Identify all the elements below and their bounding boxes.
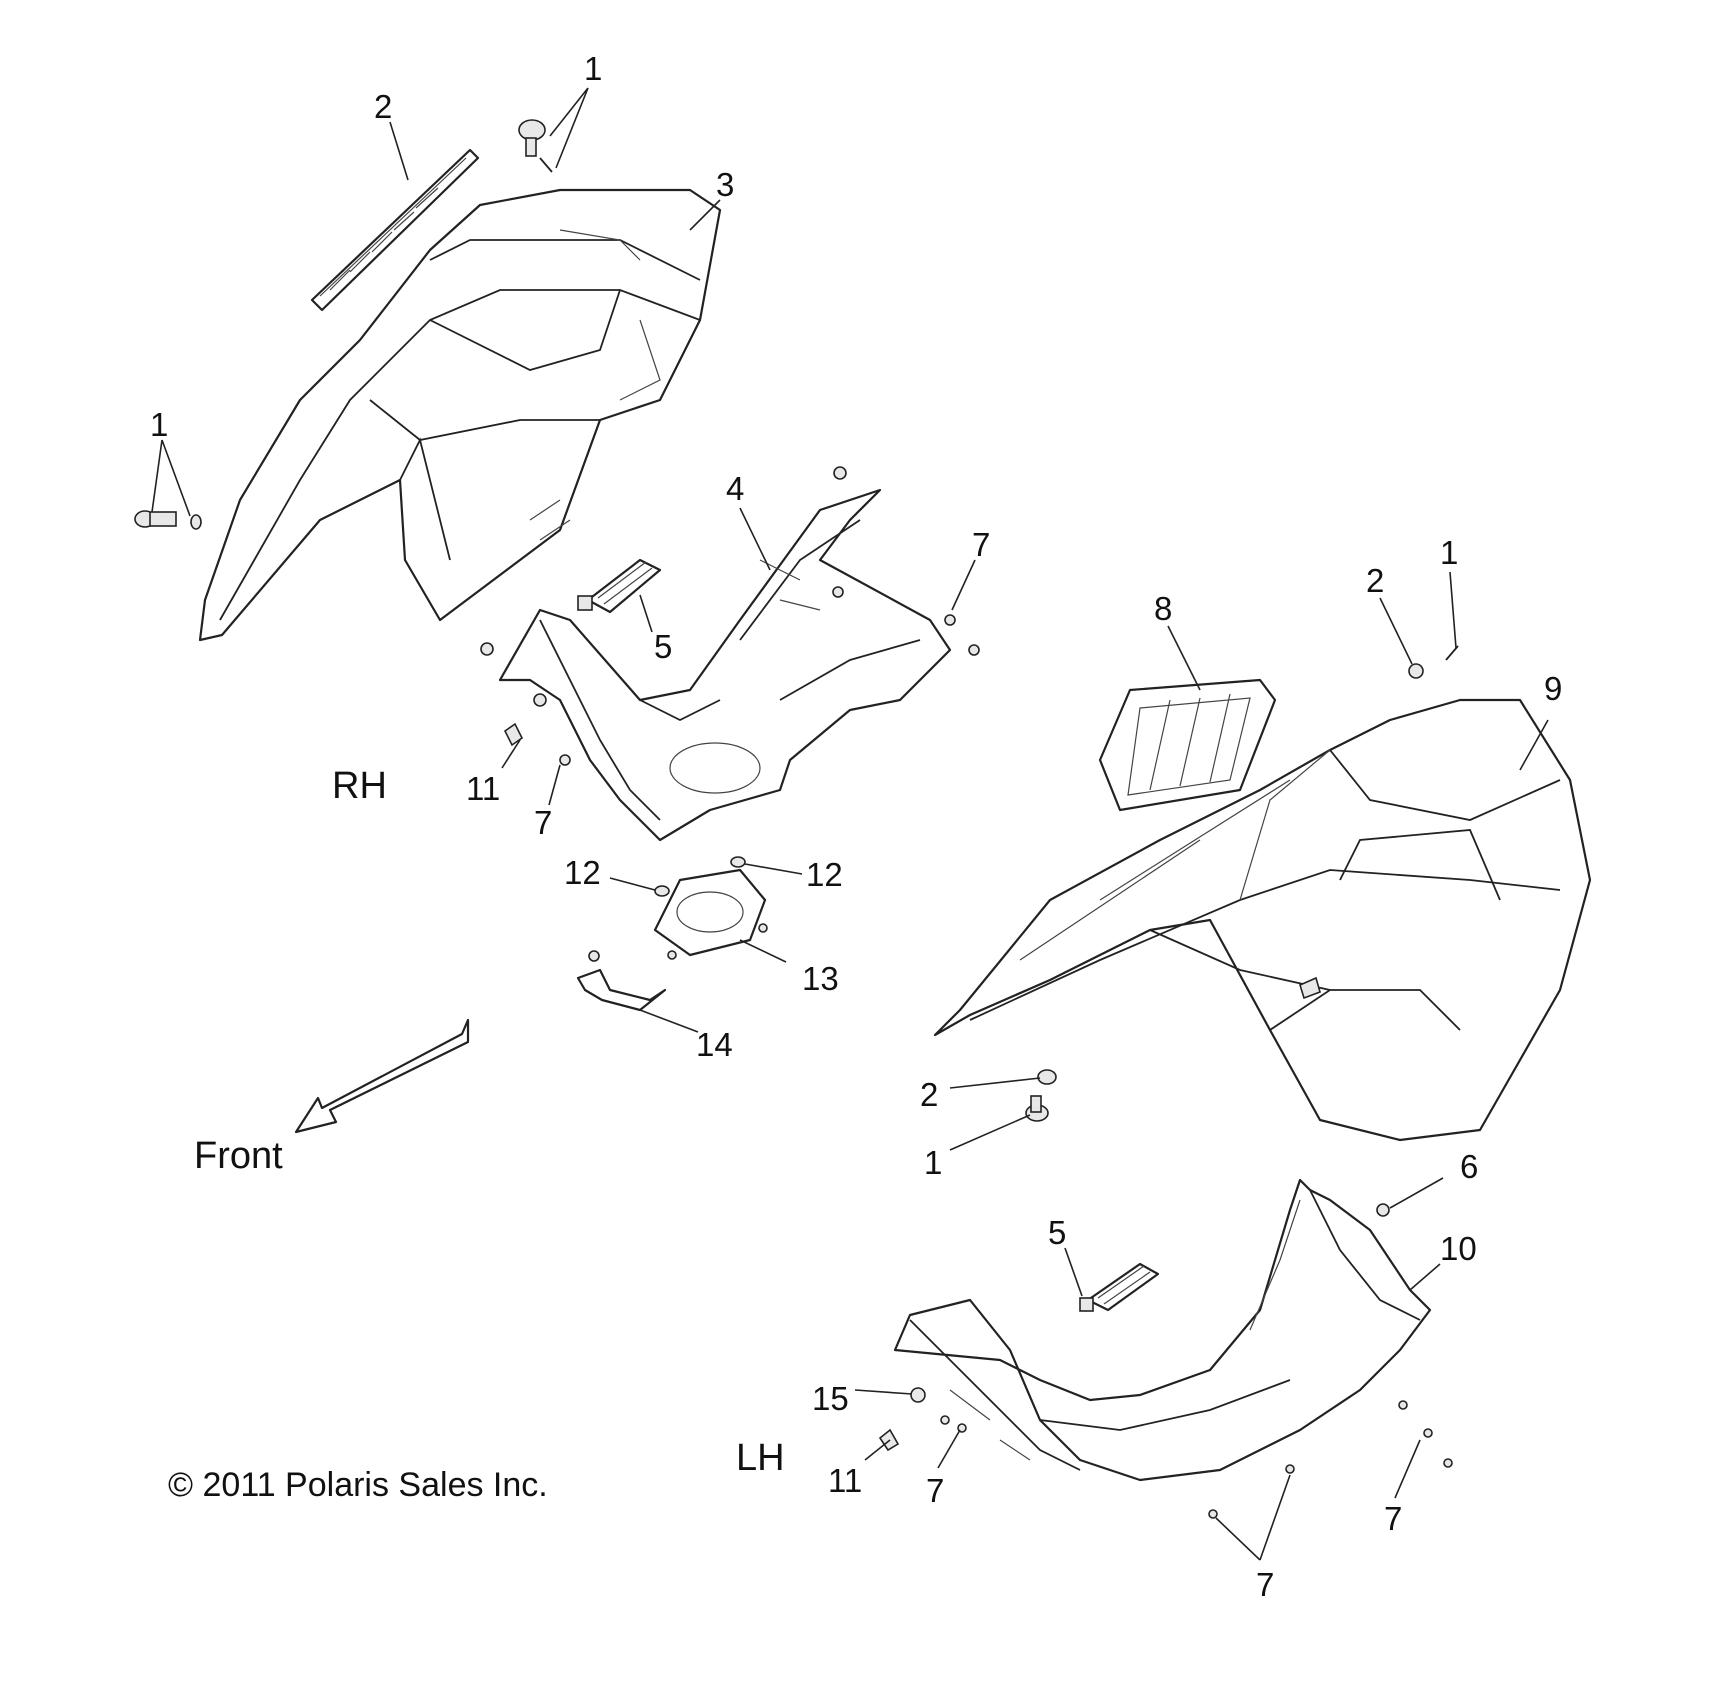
callout-7-rh-top: 7 <box>972 526 990 563</box>
callout-8: 8 <box>1154 590 1172 627</box>
front-arrow <box>294 1018 470 1134</box>
part-5-step-lh <box>1079 1262 1160 1312</box>
callout-5-rh: 5 <box>654 628 672 665</box>
part-8-vent-lh <box>1098 678 1277 812</box>
part-9-side-panel-lh <box>933 698 1592 1142</box>
callout-12-right: 12 <box>806 856 843 893</box>
callouts: 1 2 3 1 4 7 5 8 2 1 9 11 7 12 12 13 14 2… <box>150 50 1562 1603</box>
callout-13: 13 <box>802 960 839 997</box>
part-1-fastener-left <box>134 510 202 530</box>
callout-10: 10 <box>1440 1230 1477 1267</box>
callout-7-rh: 7 <box>534 804 552 841</box>
callout-7-lh-right: 7 <box>1384 1500 1402 1537</box>
part-5-step-rh <box>577 558 662 614</box>
callout-7-lh-bottom: 7 <box>1256 1566 1274 1603</box>
callout-1-lh-bottom: 1 <box>924 1144 942 1181</box>
callout-1-left: 1 <box>150 406 168 443</box>
callout-11-lh: 11 <box>828 1462 862 1499</box>
part-12-washers <box>654 856 746 897</box>
callout-1-top: 1 <box>584 50 602 87</box>
copyright-notice: © 2011 Polaris Sales Inc. <box>168 1466 548 1504</box>
callout-6: 6 <box>1460 1148 1478 1185</box>
leader-lines <box>151 87 1549 1561</box>
lh-hardware-1-2 <box>1025 645 1459 1122</box>
callout-12-left: 12 <box>564 854 601 891</box>
callout-3: 3 <box>716 166 734 203</box>
label-rh: RH <box>332 765 387 807</box>
callout-1-lh-top: 1 <box>1440 534 1458 571</box>
part-10-footwell-lh <box>893 1178 1432 1482</box>
callout-15: 15 <box>812 1380 849 1417</box>
callout-7-lh-left: 7 <box>926 1472 944 1509</box>
callout-9: 9 <box>1544 670 1562 707</box>
callout-2-lh-bottom: 2 <box>920 1076 938 1113</box>
part-4-footwell-rh <box>498 488 952 842</box>
label-lh: LH <box>736 1437 785 1479</box>
label-front: Front <box>194 1135 283 1177</box>
part-3-side-panel-rh <box>198 188 722 642</box>
callout-4: 4 <box>726 470 744 507</box>
part-14-bracket <box>576 950 667 1012</box>
rh-hardware <box>480 466 980 766</box>
part-1-fastener-top <box>518 119 553 173</box>
callout-14: 14 <box>696 1026 733 1063</box>
callout-2-top: 2 <box>374 88 392 125</box>
part-13-cover-plate <box>653 868 768 960</box>
callout-5-lh: 5 <box>1048 1214 1066 1251</box>
part-2-vent-rh <box>310 148 480 312</box>
callout-11-rh: 11 <box>466 770 500 807</box>
callout-2-lh-top: 2 <box>1366 562 1384 599</box>
lh-hardware <box>878 1203 1453 1519</box>
